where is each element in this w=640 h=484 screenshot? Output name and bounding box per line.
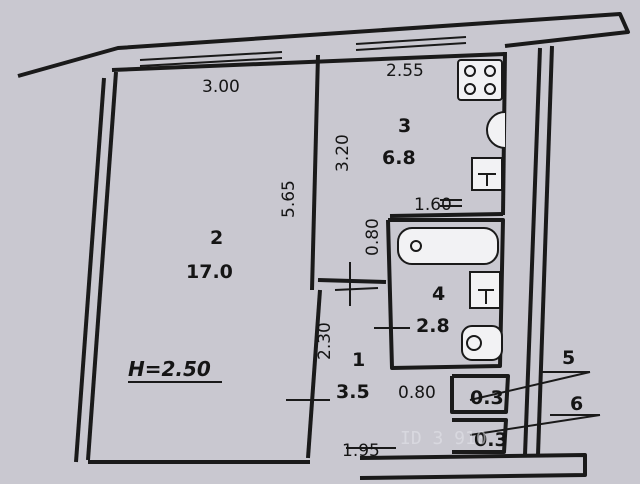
- room2-number: 2: [210, 227, 223, 249]
- room6-number: 6: [570, 393, 583, 415]
- room3-area: 6.8: [382, 147, 416, 169]
- dim-hall-length: 2.30: [315, 322, 335, 360]
- washbasin-icon: [469, 271, 501, 309]
- windows: [139, 36, 467, 207]
- room4-number: 4: [432, 283, 445, 305]
- sink-icon: [486, 111, 506, 149]
- room5-number: 5: [562, 347, 575, 369]
- dim-closet-width: 0.80: [398, 383, 436, 403]
- room6-area: 0.3: [474, 429, 508, 451]
- dim-hall-width: 1.95: [342, 441, 380, 461]
- room1-number: 1: [352, 349, 365, 371]
- toilet-icon: [461, 325, 503, 361]
- watermark-text: ID 3 910: [400, 428, 487, 449]
- dim-door-width: 0.80: [363, 218, 383, 256]
- stove-icon: [457, 59, 503, 101]
- cabinet-icon: [471, 157, 503, 191]
- room1-area: 3.5: [336, 381, 370, 403]
- room4-area: 2.8: [416, 315, 450, 337]
- dim-room3-width: 2.55: [386, 61, 424, 81]
- room2-area: 17.0: [186, 261, 233, 283]
- ceiling-height-label: H=2.50: [128, 357, 211, 381]
- bathtub-icon: [397, 227, 499, 265]
- dim-room3-length: 3.20: [333, 134, 353, 172]
- room3-number: 3: [398, 115, 411, 137]
- room5-area: 0.3: [470, 387, 504, 409]
- dim-room4-width: 1.60: [414, 195, 452, 215]
- walls: [17, 12, 630, 480]
- dim-room2-length: 5.65: [279, 180, 299, 218]
- dimension-lines: [286, 262, 601, 449]
- dim-room2-width: 3.00: [202, 77, 240, 97]
